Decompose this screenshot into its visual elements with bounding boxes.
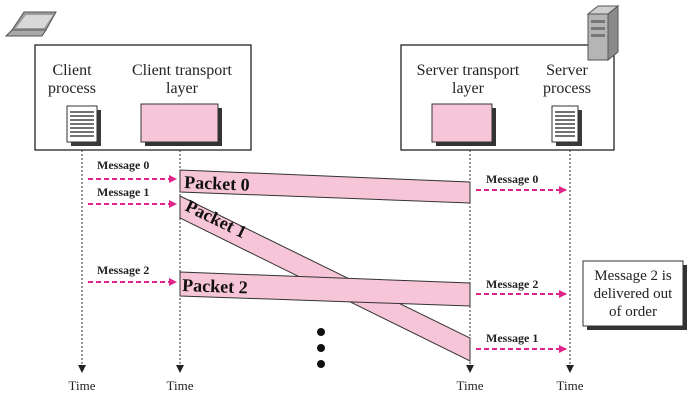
server-message-1-label: Message 1	[486, 331, 538, 345]
client-transport-label-2: layer	[166, 80, 199, 97]
server-transport-label-2: layer	[452, 80, 485, 97]
note-line-2: delivered out	[594, 286, 674, 302]
laptop-icon	[4, 11, 57, 37]
out-of-order-note	[582, 260, 687, 330]
document-icon	[66, 105, 101, 146]
client-message-0-label: Message 0	[97, 158, 149, 172]
time-label: Time	[69, 378, 96, 393]
packet-0-band	[179, 169, 471, 204]
server-message-2-label: Message 2	[486, 277, 538, 291]
client-message-1-label: Message 1	[97, 185, 149, 199]
document-icon	[551, 105, 582, 146]
server-transport-label: Server transport	[417, 62, 520, 79]
time-label: Time	[557, 378, 584, 393]
packet-0-label: Packet 0	[184, 172, 250, 195]
server-process-label-2: process	[543, 80, 591, 97]
server-tower-icon	[586, 4, 620, 62]
server-process-label: Server	[546, 62, 588, 79]
client-transport-label: Client transport	[132, 62, 233, 79]
client-transport-layer-box	[140, 103, 222, 146]
packet-2-label: Packet 2	[182, 275, 248, 297]
server-message-0-label: Message 0	[486, 172, 538, 186]
ellipsis-dots	[317, 328, 325, 368]
client-process-label: Client	[52, 62, 92, 79]
time-label: Time	[457, 378, 484, 393]
note-line-3: of order	[609, 304, 657, 320]
time-label: Time	[167, 378, 194, 393]
client-process-label-2: process	[48, 80, 96, 97]
server-transport-layer-box	[431, 103, 496, 146]
note-line-1: Message 2 is	[594, 268, 672, 284]
packet-2-band	[179, 271, 471, 307]
client-message-2-label: Message 2	[97, 263, 149, 277]
